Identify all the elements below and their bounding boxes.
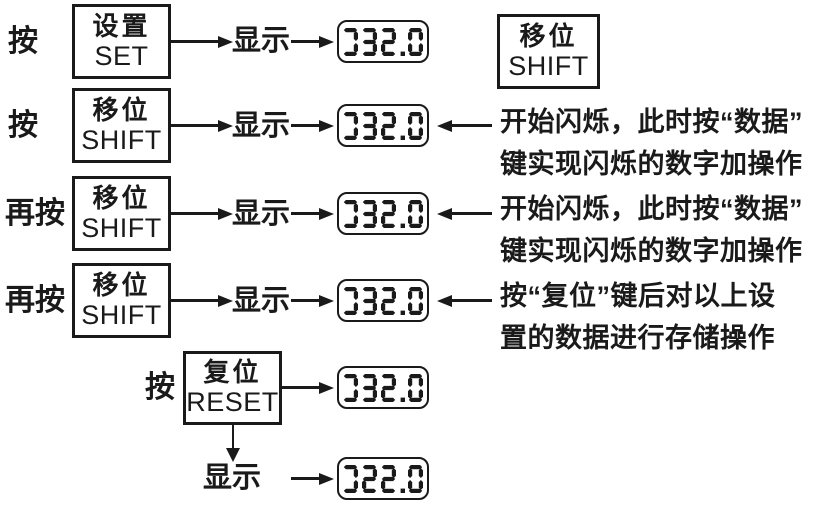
- lcd-display-row3: [337, 192, 429, 235]
- press-label-row3: 再按: [5, 197, 65, 230]
- reset-key: 复位 RESET: [183, 351, 282, 425]
- arrow-head: [319, 294, 334, 307]
- shift-key-row2: 移位 SHIFT: [72, 88, 171, 163]
- note-row3: 开始闪烁，此时按“数据” 键实现闪烁的数字加操作: [500, 188, 803, 272]
- shift-key-label-cn: 移位: [92, 269, 151, 300]
- display-word-row4: 显示: [232, 285, 291, 317]
- arrow-head: [218, 35, 233, 48]
- arrow-shaft: [171, 40, 218, 43]
- shift-key-label-en: SHIFT: [81, 299, 162, 330]
- lcd-display-reset: [337, 366, 429, 409]
- lcd-display-row4: [337, 279, 429, 322]
- shift-key-row3: 移位 SHIFT: [72, 176, 171, 251]
- arrow-shaft: [231, 425, 235, 448]
- lcd-digits: [343, 286, 423, 315]
- lcd-digits: [343, 27, 423, 56]
- arrow-head: [226, 448, 240, 462]
- arrow-note-to-lcd-row4: [437, 294, 492, 307]
- arrow-head: [319, 472, 334, 485]
- arrow-shift-to-display-word-row3: [171, 207, 233, 220]
- set-key-label-en: SET: [94, 40, 149, 71]
- display-word-row2: 显示: [232, 110, 291, 142]
- lcd-digits: [343, 199, 423, 228]
- note-row3-line1: 开始闪烁，此时按“数据”: [500, 194, 803, 224]
- arrow-shaft: [291, 299, 319, 302]
- display-word-row1: 显示: [232, 25, 291, 57]
- lcd-display-final: [337, 457, 429, 500]
- shift-key-label-cn: 移位: [92, 182, 151, 213]
- lcd-digits: [343, 111, 423, 140]
- arrow-shaft: [452, 212, 492, 215]
- note-row2: 开始闪烁，此时按“数据” 键实现闪烁的数字加操作: [500, 101, 803, 185]
- note-row2-line2: 键实现闪烁的数字加操作: [500, 149, 803, 179]
- shift-key-label-cn: 移位: [92, 94, 151, 125]
- lcd-display-row1: [337, 20, 429, 63]
- arrow-head: [319, 207, 334, 220]
- arrow-shaft: [171, 124, 218, 127]
- note-row3-line2: 键实现闪烁的数字加操作: [500, 236, 803, 266]
- press-label-reset: 按: [145, 371, 175, 404]
- note-row2-line1: 开始闪烁，此时按“数据”: [500, 107, 803, 137]
- arrow-head: [319, 381, 334, 394]
- arrow-shift-to-display-word-row4: [171, 294, 233, 307]
- press-label-row4: 再按: [5, 284, 65, 317]
- arrow-note-to-lcd-row3: [437, 207, 492, 220]
- arrow-word-to-lcd-row1: [291, 35, 334, 48]
- arrow-head: [319, 119, 334, 132]
- display-word-row3: 显示: [232, 198, 291, 230]
- note-row4: 按“复位”键后对以上设 置的数据进行存储操作: [500, 275, 776, 359]
- arrow-shaft: [291, 212, 319, 215]
- shift-key-row4: 移位 SHIFT: [72, 263, 171, 338]
- arrow-head: [218, 294, 233, 307]
- arrow-head: [437, 207, 452, 220]
- arrow-shaft: [452, 299, 492, 302]
- arrow-note-to-lcd-row2: [437, 119, 492, 132]
- shift-key-label-en: SHIFT: [508, 50, 589, 81]
- note-row4-line2: 置的数据进行存储操作: [500, 323, 775, 353]
- arrow-head: [319, 35, 334, 48]
- set-key: 设置 SET: [72, 4, 171, 79]
- arrow-reset-to-lcd: [282, 381, 334, 394]
- arrow-shift-to-display-word-row2: [171, 119, 233, 132]
- arrow-shaft: [171, 299, 218, 302]
- note-row4-line1: 按“复位”键后对以上设: [500, 281, 776, 311]
- arrow-word-to-lcd-final: [291, 472, 334, 485]
- reset-key-label-cn: 复位: [203, 357, 262, 388]
- arrow-set-to-display-word: [171, 35, 233, 48]
- arrow-head: [437, 119, 452, 132]
- reset-key-label-en: RESET: [186, 387, 279, 418]
- lcd-display-row2: [337, 104, 429, 147]
- arrow-shaft: [291, 124, 319, 127]
- arrow-head: [218, 207, 233, 220]
- shift-key-standalone: 移位 SHIFT: [497, 14, 600, 89]
- arrow-shaft: [171, 212, 218, 215]
- arrow-shaft: [291, 40, 319, 43]
- set-key-label-cn: 设置: [92, 10, 151, 41]
- arrow-word-to-lcd-row4: [291, 294, 334, 307]
- press-label-row2: 按: [8, 109, 38, 142]
- arrow-head: [437, 294, 452, 307]
- arrow-word-to-lcd-row2: [291, 119, 334, 132]
- shift-key-label-en: SHIFT: [81, 124, 162, 155]
- arrow-shaft: [452, 124, 492, 127]
- arrow-shaft: [291, 477, 319, 480]
- arrow-shaft: [282, 386, 319, 389]
- arrow-reset-down: [226, 425, 240, 462]
- shift-key-label-cn: 移位: [519, 20, 578, 51]
- shift-key-label-en: SHIFT: [81, 212, 162, 243]
- arrow-word-to-lcd-row3: [291, 207, 334, 220]
- arrow-head: [218, 119, 233, 132]
- display-word-final: 显示: [203, 462, 262, 494]
- lcd-digits: [343, 464, 423, 493]
- press-label-row1: 按: [8, 25, 38, 58]
- lcd-digits: [343, 373, 423, 402]
